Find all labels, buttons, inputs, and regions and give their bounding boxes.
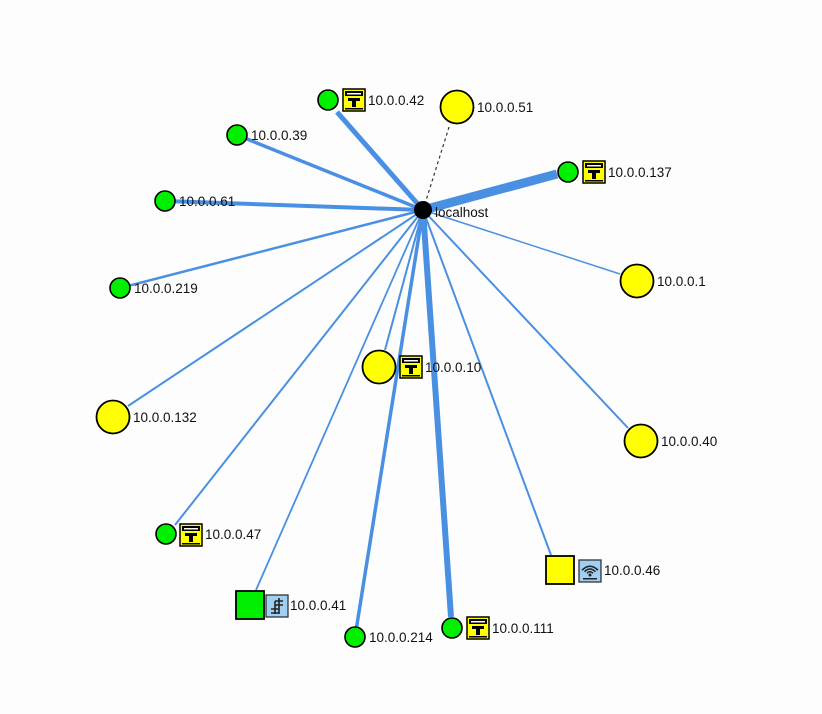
device-circle-small[interactable]	[317, 89, 339, 111]
node-label: 10.0.0.1	[657, 274, 706, 289]
node-n214[interactable]: 10.0.0.214	[344, 626, 433, 648]
node-n61[interactable]: 10.0.0.61	[154, 190, 235, 212]
center-node[interactable]	[414, 201, 432, 219]
edge-n61	[164, 199, 424, 212]
edge-n214	[353, 209, 425, 638]
node-label: 10.0.0.214	[369, 630, 433, 645]
lock-icon	[466, 616, 490, 640]
edge-n219	[119, 208, 424, 290]
edge-n39	[236, 133, 424, 212]
node-n39[interactable]: 10.0.0.39	[226, 124, 307, 146]
node-label: 10.0.0.39	[251, 128, 307, 143]
node-label: 10.0.0.137	[608, 165, 672, 180]
node-n51[interactable]: 10.0.0.51	[439, 89, 534, 125]
device-circle-small[interactable]	[155, 523, 177, 545]
device-circle-small[interactable]	[441, 617, 463, 639]
edge-n10	[384, 209, 424, 351]
node-label: 10.0.0.51	[477, 100, 533, 115]
device-circle-large[interactable]	[619, 263, 655, 299]
lock-icon	[179, 523, 203, 547]
device-circle-large[interactable]	[439, 89, 475, 125]
node-label: 10.0.0.41	[290, 598, 346, 613]
node-label: 10.0.0.42	[368, 93, 424, 108]
center-node-group[interactable]: localhost	[414, 201, 489, 220]
node-n47[interactable]: 10.0.0.47	[155, 523, 261, 547]
edge-n47	[174, 209, 424, 526]
node-n137[interactable]: 10.0.0.137	[557, 160, 672, 184]
nodes-layer: 10.0.0.42 10.0.0.51 10.0.0.39 10.0.0.137 10.…	[95, 88, 718, 648]
device-circle-large[interactable]	[623, 423, 659, 459]
node-n46[interactable]: 10.0.0.46	[545, 555, 660, 585]
node-label: 10.0.0.132	[133, 410, 197, 425]
edge-n111	[420, 209, 454, 618]
lock-icon	[342, 88, 366, 112]
lock-icon	[399, 355, 423, 379]
edges-layer	[119, 110, 629, 638]
switch-icon	[265, 594, 289, 618]
device-circle-small[interactable]	[557, 161, 579, 183]
node-label: 10.0.0.10	[425, 360, 481, 375]
node-label: 10.0.0.219	[134, 281, 198, 296]
edge-n42	[335, 110, 425, 212]
device-circle-small[interactable]	[226, 124, 248, 146]
node-n41[interactable]: 10.0.0.41	[235, 590, 346, 620]
edge-n40	[422, 209, 629, 429]
device-circle-large[interactable]	[361, 349, 397, 385]
node-n42[interactable]: 10.0.0.42	[317, 88, 424, 112]
node-label: 10.0.0.111	[492, 621, 554, 636]
device-circle-small[interactable]	[109, 277, 131, 299]
edge-n41	[255, 209, 424, 591]
edge-n46	[422, 209, 552, 556]
device-circle-large[interactable]	[95, 399, 131, 435]
device-square[interactable]	[235, 590, 265, 620]
center-node-label: localhost	[435, 205, 489, 220]
node-n10[interactable]: 10.0.0.10	[361, 349, 482, 385]
edge-n132	[127, 209, 424, 407]
wifi-icon	[578, 559, 602, 583]
node-n111[interactable]: 10.0.0.111	[441, 616, 554, 640]
node-n219[interactable]: 10.0.0.219	[109, 277, 198, 299]
edge-n137	[421, 169, 559, 215]
node-n132[interactable]: 10.0.0.132	[95, 399, 197, 435]
device-circle-small[interactable]	[154, 190, 176, 212]
edge-n51	[422, 123, 451, 211]
edge-n1	[422, 209, 621, 275]
node-n1[interactable]: 10.0.0.1	[619, 263, 706, 299]
node-label: 10.0.0.47	[205, 527, 261, 542]
lock-icon	[582, 160, 606, 184]
node-n40[interactable]: 10.0.0.40	[623, 423, 718, 459]
device-square[interactable]	[545, 555, 575, 585]
node-label: 10.0.0.46	[604, 563, 660, 578]
device-circle-small[interactable]	[344, 626, 366, 648]
node-label: 10.0.0.61	[179, 194, 235, 209]
node-label: 10.0.0.40	[661, 434, 717, 449]
